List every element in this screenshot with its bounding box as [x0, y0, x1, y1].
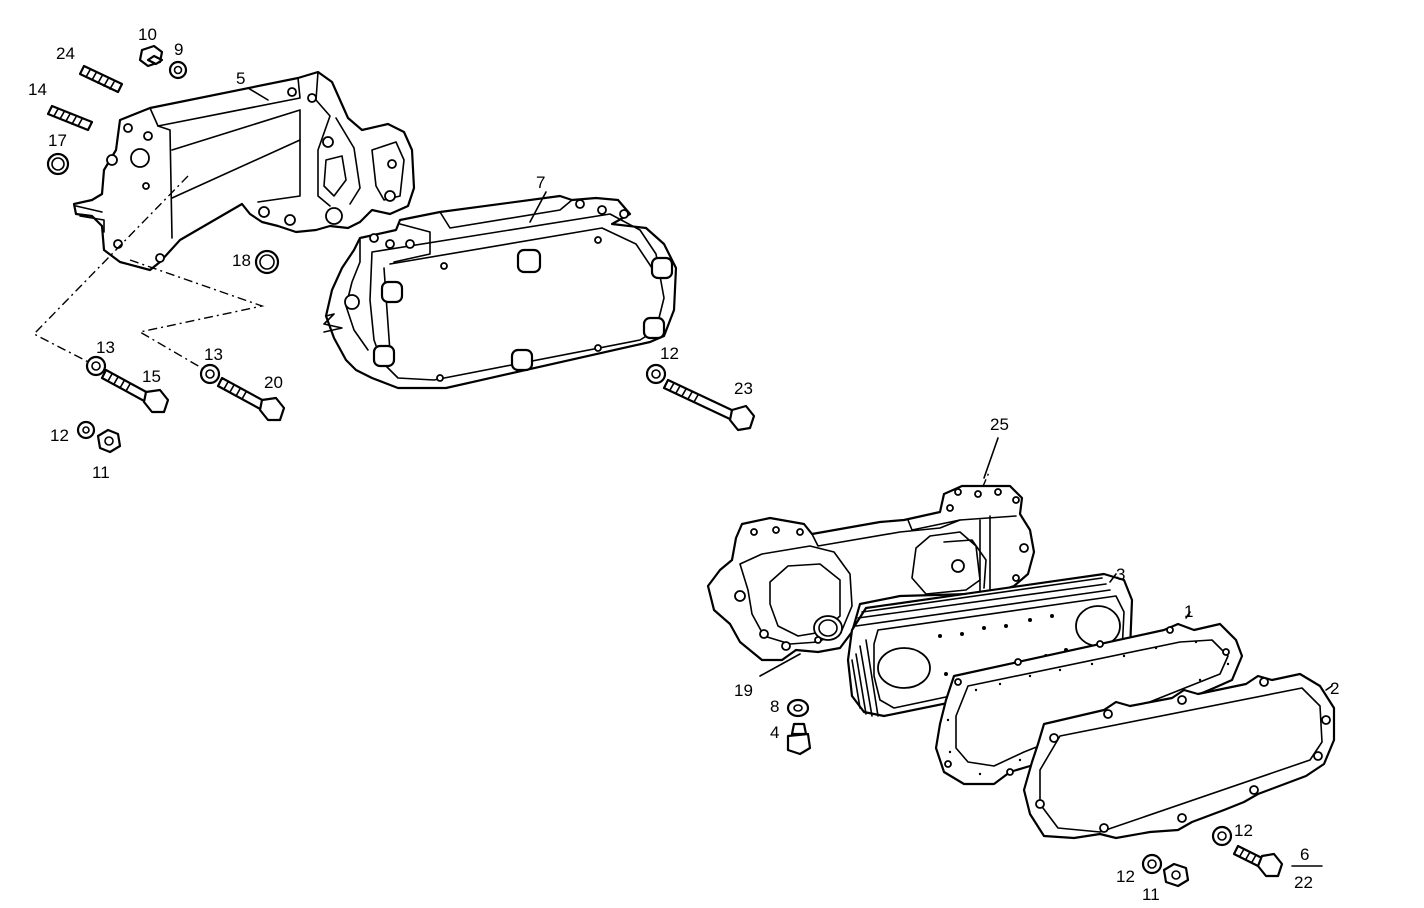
oil-cooler-housing-part-7 [323, 194, 678, 390]
washer-12-bottom [1141, 853, 1163, 875]
cover-plate-part-2 [1022, 672, 1336, 840]
label-22: 22 [1294, 873, 1313, 892]
plug-4 [786, 722, 812, 756]
label-24: 24 [56, 44, 75, 63]
label-23: 23 [734, 379, 753, 398]
label-18: 18 [232, 251, 251, 270]
bolt-23 [662, 378, 756, 432]
label-6: 6 [1300, 845, 1309, 864]
cooler-core-part-3 [846, 572, 1134, 718]
label-5: 5 [236, 69, 245, 88]
bolt-6-22 [1232, 844, 1284, 878]
bolt-10 [138, 44, 164, 68]
label-12-right: 12 [1234, 821, 1253, 840]
label-1: 1 [1184, 602, 1193, 621]
label-11-left: 11 [92, 463, 110, 482]
washer-12-left [76, 420, 96, 440]
gasket-part-1 [934, 622, 1244, 786]
label-10: 10 [138, 25, 157, 44]
label-8: 8 [770, 697, 779, 716]
label-13-left: 13 [96, 338, 115, 357]
stud-14 [46, 104, 94, 132]
label-3: 3 [1116, 565, 1125, 584]
label-19: 19 [734, 681, 753, 700]
washer-13-mid [199, 363, 221, 385]
leader-lines [247, 87, 1333, 867]
label-2: 2 [1330, 679, 1339, 698]
label-17: 17 [48, 131, 67, 150]
washer-13-left [85, 355, 107, 377]
label-7: 7 [536, 173, 545, 192]
label-20: 20 [264, 373, 283, 392]
seal-ring-18 [254, 249, 280, 275]
label-12-left: 12 [50, 426, 69, 445]
part-number-labels: 24 10 9 5 14 17 7 18 13 15 13 20 12 11 1… [28, 25, 1339, 904]
washer-12-mid [645, 363, 667, 385]
label-11-bottom: 11 [1142, 885, 1160, 904]
nut-11-bottom [1162, 862, 1190, 888]
label-13-mid: 13 [204, 345, 223, 364]
washer-12-right [1211, 825, 1233, 847]
seal-ring-17 [46, 152, 70, 176]
gasket-texture [946, 640, 1230, 776]
label-12-mid: 12 [660, 344, 679, 363]
washer-9 [168, 60, 188, 80]
washer-8 [786, 698, 810, 718]
bolt-15 [100, 368, 170, 414]
label-14: 14 [28, 80, 47, 99]
label-9: 9 [174, 40, 183, 59]
label-12-bottom: 12 [1116, 867, 1135, 886]
stud-24 [78, 64, 124, 94]
label-25: 25 [990, 415, 1009, 434]
bracket-part-5 [72, 70, 416, 272]
bolt-20 [216, 376, 286, 422]
label-15: 15 [142, 367, 161, 386]
label-4: 4 [770, 723, 779, 742]
nut-11-left [96, 428, 122, 454]
